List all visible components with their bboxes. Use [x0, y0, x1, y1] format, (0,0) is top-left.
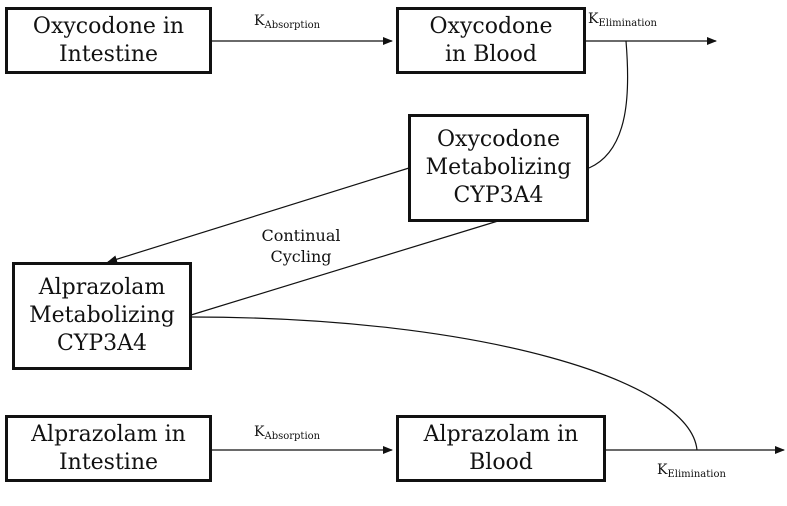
box-line: Oxycodone in — [32, 13, 185, 39]
cycling-line: Continual — [261, 226, 341, 245]
k-symbol: K — [657, 462, 668, 478]
absorption-subscript: Absorption — [264, 431, 321, 442]
box-line: Metabolizing — [425, 155, 572, 180]
absorption-subscript: Absorption — [264, 20, 321, 31]
box-line: Intestine — [58, 41, 159, 67]
oxycodone-intestine-box: Oxycodone in Intestine — [5, 7, 212, 74]
elimination-subscript: Elimination — [667, 469, 726, 480]
box-line: Intestine — [58, 449, 159, 475]
box-line: Alprazolam in — [423, 421, 579, 447]
box-line: Alprazolam — [38, 275, 166, 300]
box-line: Oxycodone — [429, 13, 553, 39]
box-line: Alprazolam in — [31, 421, 186, 447]
oxy-absorption-label: KAbsorption — [254, 13, 320, 34]
alp-cyp-to-oxy-cyp-line — [190, 220, 499, 316]
box-line: Blood — [469, 449, 533, 475]
k-symbol: K — [588, 11, 599, 27]
oxy-elimination-curve — [588, 40, 629, 169]
oxy-elimination-label: KElimination — [588, 11, 657, 32]
box-line: Oxycodone — [437, 127, 560, 152]
alp-absorption-label: KAbsorption — [254, 424, 320, 445]
k-symbol: K — [254, 13, 265, 29]
alprazolam-intestine-box: Alprazolam in Intestine — [5, 415, 212, 482]
alp-elimination-curve — [190, 316, 698, 451]
continual-cycling-label: Continual Cycling — [253, 225, 349, 267]
oxy-cyp-to-alp-cyp-arrow — [107, 167, 410, 264]
oxycodone-blood-box: Oxycodone in Blood — [396, 7, 586, 74]
box-line: CYP3A4 — [453, 183, 544, 208]
alprazolam-cyp3a4-box: Alprazolam Metabolizing CYP3A4 — [12, 262, 192, 370]
box-line: CYP3A4 — [56, 331, 148, 356]
alprazolam-blood-box: Alprazolam in Blood — [396, 415, 606, 482]
box-line: Metabolizing — [29, 303, 175, 328]
cycling-line: Cycling — [270, 247, 332, 266]
oxycodone-cyp3a4-box: Oxycodone Metabolizing CYP3A4 — [408, 114, 589, 222]
elimination-subscript: Elimination — [598, 18, 657, 29]
box-line: in Blood — [445, 41, 537, 67]
k-symbol: K — [254, 424, 265, 440]
alp-elimination-label: KElimination — [657, 462, 726, 483]
